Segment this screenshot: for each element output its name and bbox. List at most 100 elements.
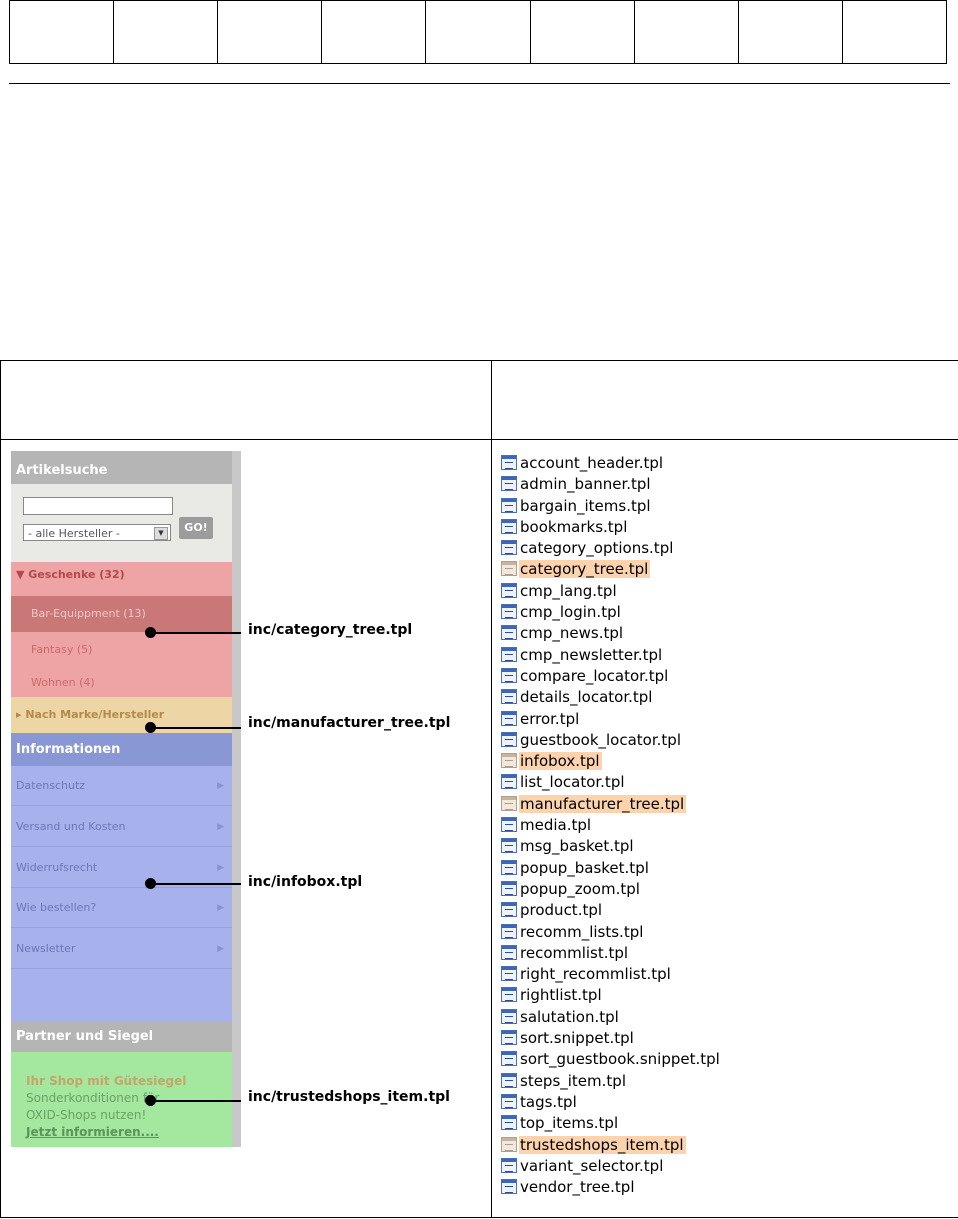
file-item[interactable]: media.tpl: [501, 815, 722, 836]
file-item[interactable]: recomm_lists.tpl: [501, 922, 722, 943]
info-item[interactable]: Wie bestellen?▶: [11, 888, 232, 928]
manufacturer-select[interactable]: - alle Hersteller - ▼: [23, 524, 171, 541]
file-item[interactable]: infobox.tpl: [501, 751, 722, 772]
search-input[interactable]: [23, 497, 173, 515]
template-file-icon: [501, 1136, 517, 1152]
callout-line: [151, 1100, 241, 1102]
go-button[interactable]: GO!: [179, 517, 213, 539]
info-item[interactable]: Newsletter▶: [11, 929, 232, 969]
category-item[interactable]: Wohnen (4): [31, 676, 95, 689]
header-cell: [529, 0, 635, 64]
file-item[interactable]: bookmarks.tpl: [501, 517, 722, 538]
file-item[interactable]: cmp_login.tpl: [501, 602, 722, 623]
file-item[interactable]: vendor_tree.tpl: [501, 1177, 722, 1198]
chevron-right-icon: ▶: [217, 822, 224, 832]
file-name: variant_selector.tpl: [520, 1156, 664, 1175]
file-item[interactable]: top_items.tpl: [501, 1113, 722, 1134]
file-name: category_options.tpl: [520, 539, 674, 558]
template-file-icon: [501, 1072, 517, 1088]
file-name: list_locator.tpl: [520, 773, 625, 792]
header-table: [8, 0, 948, 64]
file-item[interactable]: salutation.tpl: [501, 1007, 722, 1028]
file-name: sort_guestbook.snippet.tpl: [520, 1050, 720, 1069]
file-item[interactable]: guestbook_locator.tpl: [501, 730, 722, 751]
file-name: trustedshops_item.tpl: [519, 1135, 686, 1154]
file-name: vendor_tree.tpl: [520, 1178, 635, 1197]
file-item[interactable]: manufacturer_tree.tpl: [501, 794, 722, 815]
file-item[interactable]: bargain_items.tpl: [501, 496, 722, 517]
template-file-icon: [501, 859, 517, 875]
callout-dot: [145, 1095, 156, 1106]
file-name: infobox.tpl: [519, 752, 602, 771]
chevron-right-icon: ▶: [217, 781, 224, 791]
callout-trustedshops-item: inc/trustedshops_item.tpl: [248, 1089, 450, 1105]
file-item[interactable]: admin_banner.tpl: [501, 474, 722, 495]
file-item[interactable]: compare_locator.tpl: [501, 666, 722, 687]
category-item[interactable]: Bar-Equippment (13): [11, 596, 232, 632]
template-file-icon: [501, 795, 517, 811]
file-item[interactable]: product.tpl: [501, 900, 722, 921]
file-name: popup_basket.tpl: [520, 858, 649, 877]
header-cell: [217, 0, 323, 64]
template-file-icon: [501, 582, 517, 598]
file-item[interactable]: right_recommlist.tpl: [501, 964, 722, 985]
template-file-icon: [501, 1008, 517, 1024]
info-box: Datenschutz▶ Versand und Kosten▶ Widerru…: [11, 766, 232, 1022]
info-item[interactable]: Widerrufsrecht▶: [11, 848, 232, 888]
file-item[interactable]: steps_item.tpl: [501, 1071, 722, 1092]
file-item[interactable]: sort.snippet.tpl: [501, 1028, 722, 1049]
callout-line: [151, 632, 241, 634]
file-name: manufacturer_tree.tpl: [519, 794, 687, 813]
file-name: guestbook_locator.tpl: [520, 730, 681, 749]
template-file-icon: [501, 689, 517, 705]
file-item[interactable]: list_locator.tpl: [501, 772, 722, 793]
file-item[interactable]: category_tree.tpl: [501, 559, 722, 580]
trustedshops-text: OXID-Shops nutzen!: [26, 1108, 147, 1122]
info-item[interactable]: Datenschutz▶: [11, 766, 232, 806]
file-item[interactable]: cmp_lang.tpl: [501, 581, 722, 602]
info-item-label: Wie bestellen?: [16, 901, 97, 914]
template-file-icon: [501, 923, 517, 939]
file-item[interactable]: tags.tpl: [501, 1092, 722, 1113]
file-name: bargain_items.tpl: [520, 496, 651, 515]
screenshot-cell: Artikelsuche - alle Hersteller - ▼ GO! ▼…: [0, 439, 492, 1218]
template-file-icon: [501, 753, 517, 769]
file-item[interactable]: sort_guestbook.snippet.tpl: [501, 1049, 722, 1070]
template-file-icon: [501, 604, 517, 620]
file-item[interactable]: trustedshops_item.tpl: [501, 1135, 722, 1156]
category-item[interactable]: Fantasy (5): [31, 643, 93, 656]
file-item[interactable]: recommlist.tpl: [501, 943, 722, 964]
template-file-icon: [501, 476, 517, 492]
info-item[interactable]: Versand und Kosten▶: [11, 807, 232, 847]
file-name: admin_banner.tpl: [520, 475, 651, 494]
file-name: details_locator.tpl: [520, 688, 653, 707]
callout-dot: [145, 878, 156, 889]
file-item[interactable]: rightlist.tpl: [501, 985, 722, 1006]
header-cell: [321, 0, 427, 64]
template-file-icon: [501, 518, 517, 534]
file-name: recommlist.tpl: [520, 943, 629, 962]
template-file-icon: [501, 1115, 517, 1131]
template-file-icon: [501, 774, 517, 790]
file-item[interactable]: error.tpl: [501, 709, 722, 730]
file-item[interactable]: category_options.tpl: [501, 538, 722, 559]
table-head-left: [0, 360, 492, 440]
file-name: bookmarks.tpl: [520, 517, 628, 536]
file-item[interactable]: popup_basket.tpl: [501, 858, 722, 879]
callout-line: [151, 883, 241, 885]
template-file-icon: [501, 731, 517, 747]
category-header[interactable]: ▼ Geschenke (32): [16, 568, 125, 581]
file-item[interactable]: details_locator.tpl: [501, 687, 722, 708]
file-item[interactable]: cmp_news.tpl: [501, 623, 722, 644]
file-item[interactable]: popup_zoom.tpl: [501, 879, 722, 900]
file-item[interactable]: variant_selector.tpl: [501, 1156, 722, 1177]
template-file-icon: [501, 1179, 517, 1195]
trustedshops-link[interactable]: Jetzt informieren....: [26, 1125, 159, 1139]
partner-box-title: Partner und Siegel: [11, 1022, 232, 1052]
file-item[interactable]: account_header.tpl: [501, 453, 722, 474]
file-item[interactable]: cmp_newsletter.tpl: [501, 645, 722, 666]
file-item[interactable]: msg_basket.tpl: [501, 836, 722, 857]
trustedshops-text: Sonderkonditionen für: [26, 1091, 160, 1105]
